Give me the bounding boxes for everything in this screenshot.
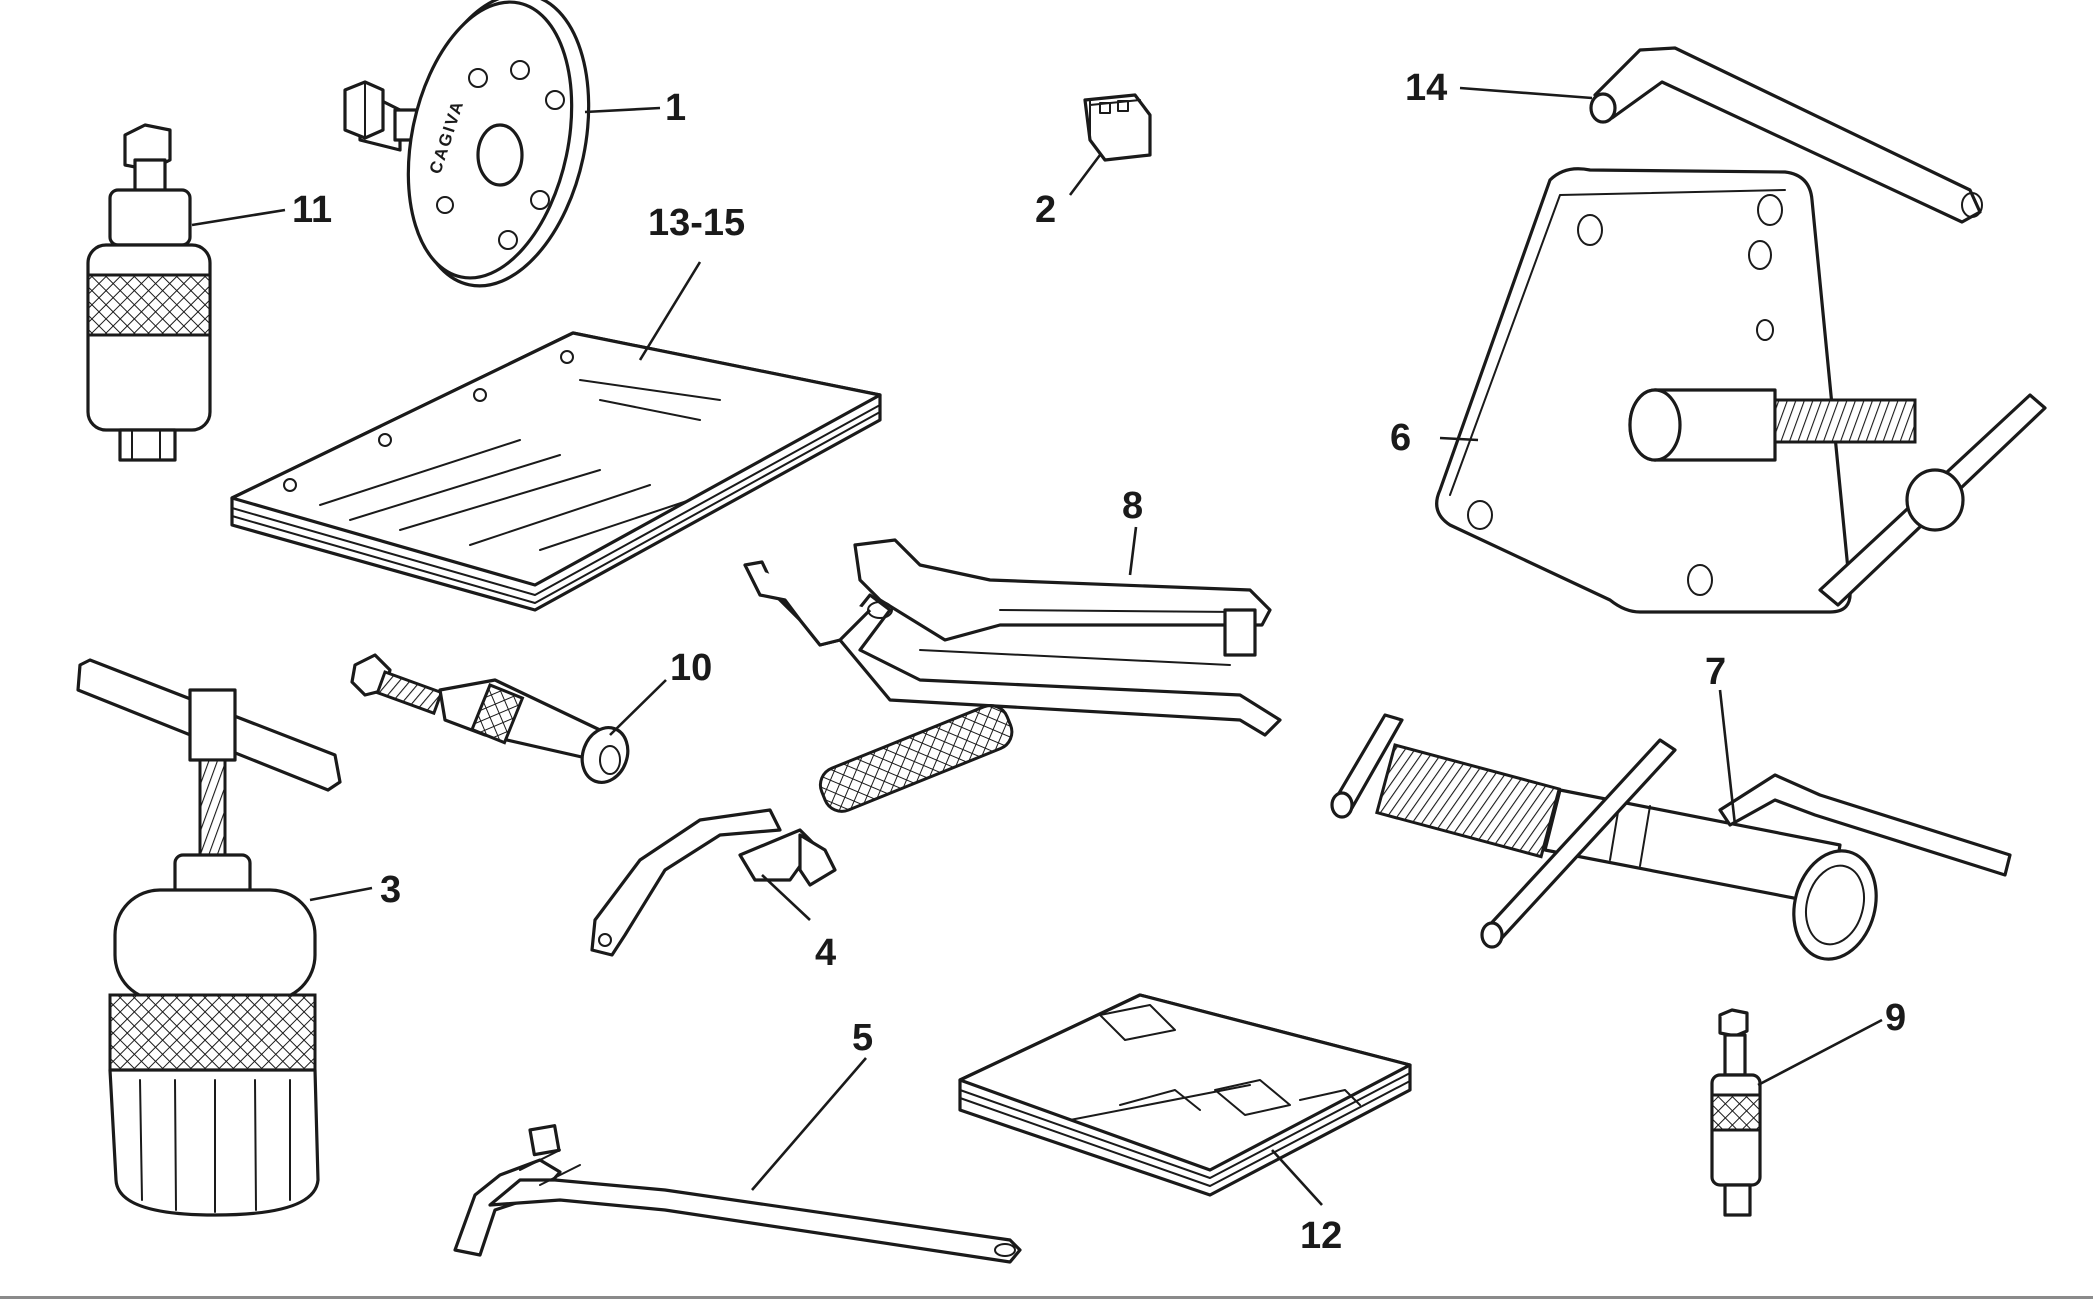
callout-1: 1 xyxy=(665,87,686,129)
leader-2 xyxy=(1068,154,1102,196)
tool-10-puller xyxy=(350,653,630,784)
leader-6 xyxy=(1439,436,1479,442)
leader-5 xyxy=(751,1057,867,1191)
tool-4-pin-wrench xyxy=(590,704,1014,957)
tool-3-t-extractor xyxy=(76,658,342,1217)
leader-7 xyxy=(1718,689,1737,826)
callout-12: 12 xyxy=(1300,1215,1342,1257)
tool-11-extractor xyxy=(86,123,212,462)
leader-1 xyxy=(584,106,661,114)
callout-4: 4 xyxy=(815,932,836,974)
tool-14-hex-key xyxy=(1589,46,1983,224)
tool-5-spanner xyxy=(453,1124,1022,1264)
leader-11 xyxy=(191,208,286,227)
leader-lines xyxy=(191,86,1883,1206)
callout-7: 7 xyxy=(1705,651,1726,693)
tool-13-15-plate-stack xyxy=(230,331,882,612)
callout-8: 8 xyxy=(1122,485,1143,527)
leader-12 xyxy=(1271,1149,1323,1206)
callout-3: 3 xyxy=(380,869,401,911)
tool-6-plate-puller xyxy=(1435,167,2047,614)
callout-2: 2 xyxy=(1035,189,1056,231)
tool-8-pliers xyxy=(743,538,1282,737)
leader-8 xyxy=(1128,526,1138,576)
callout-10: 10 xyxy=(670,647,712,689)
callout-labels: 1 2 3 4 5 6 7 8 9 10 11 12 13-15 14 xyxy=(292,67,1906,1257)
tool-2-connector xyxy=(1083,93,1152,162)
callout-14: 14 xyxy=(1405,67,1447,109)
leader-9 xyxy=(1757,1018,1883,1087)
leader-13-15 xyxy=(638,261,702,361)
callout-11: 11 xyxy=(292,189,332,231)
callout-5: 5 xyxy=(852,1017,873,1059)
tool-1-flywheel-puller: CAGIVA xyxy=(343,0,591,288)
callout-6: 6 xyxy=(1390,417,1411,459)
leader-14 xyxy=(1459,86,1593,100)
leader-3 xyxy=(309,886,373,902)
footer-rule xyxy=(0,1296,2093,1299)
tool-7-t-puller xyxy=(1330,713,2012,961)
leader-4 xyxy=(761,874,811,921)
callout-9: 9 xyxy=(1885,997,1906,1039)
leader-10 xyxy=(609,679,667,736)
tool-9-small-extractor xyxy=(1710,1008,1762,1217)
tool-12-manual xyxy=(958,993,1412,1197)
callout-13-15: 13-15 xyxy=(648,202,745,244)
